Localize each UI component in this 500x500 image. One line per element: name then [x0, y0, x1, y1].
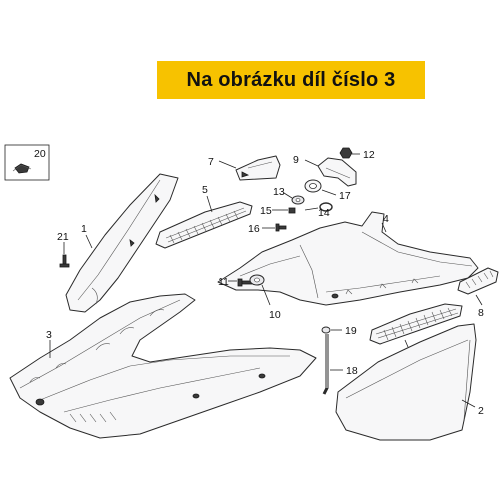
part-2-side-panel — [335, 323, 477, 441]
part-16-screw — [275, 223, 287, 232]
callout-2: 2 — [478, 405, 484, 417]
callout-15: 15 — [260, 205, 272, 217]
part-3-lower-body — [9, 293, 317, 439]
callout-19: 19 — [345, 325, 357, 337]
callout-4: 4 — [383, 213, 389, 225]
part-21-screw — [59, 254, 70, 268]
callout-17: 17 — [339, 190, 351, 202]
part-15-fastener — [288, 207, 296, 214]
part-4-floor-panel — [217, 211, 479, 306]
callout-8: 8 — [478, 307, 484, 319]
part-1-side-trim — [65, 173, 179, 313]
callout-1: 1 — [81, 223, 87, 235]
callout-20: 20 — [34, 148, 46, 160]
callout-18: 18 — [346, 365, 358, 377]
callout-16: 16 — [248, 223, 260, 235]
callout-10: 10 — [269, 309, 281, 321]
callout-9: 9 — [293, 154, 299, 166]
callout-5: 5 — [202, 184, 208, 196]
callout-7: 7 — [208, 156, 214, 168]
part-19-plug — [321, 326, 331, 334]
callout-13: 13 — [273, 186, 285, 198]
part-20-clip — [4, 144, 50, 181]
part-10-grommet — [249, 274, 265, 286]
part-17-washer — [304, 179, 322, 193]
callout-14: 14 — [318, 207, 330, 219]
part-7-cover — [235, 155, 281, 181]
part-13-grommet — [291, 195, 305, 205]
part-18-drain-tube — [322, 334, 329, 395]
callout-3: 3 — [46, 329, 52, 341]
part-5-step-mat — [155, 201, 253, 249]
part-8-step — [457, 267, 499, 295]
part-9-bracket — [317, 157, 357, 187]
part-6-footboard-mat — [369, 303, 463, 345]
callout-12: 12 — [363, 149, 375, 161]
part-12-nut — [339, 147, 353, 159]
part-14-ring — [319, 202, 333, 212]
part-number-banner: Na obrázku díl číslo 3 — [157, 61, 425, 99]
callout-21: 21 — [57, 231, 69, 243]
callout-11: 11 — [218, 276, 229, 288]
